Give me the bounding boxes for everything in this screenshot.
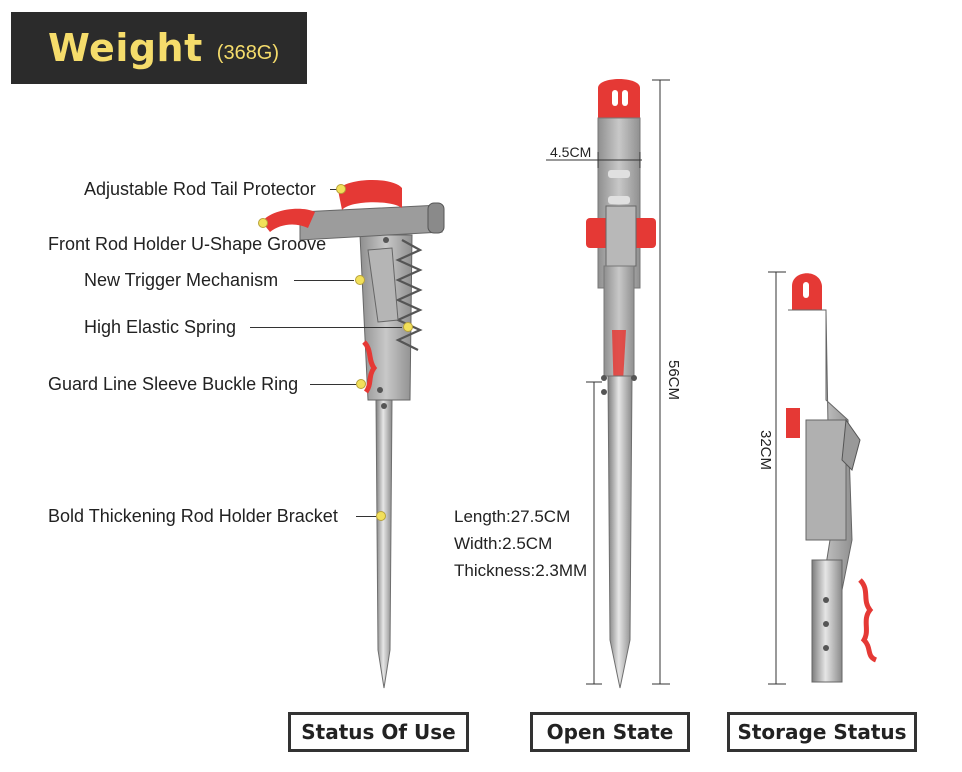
leader-line xyxy=(250,327,402,328)
open-state-rod-holder xyxy=(586,79,656,689)
callout-elastic-spring: High Elastic Spring xyxy=(84,317,237,337)
weight-title: Weight xyxy=(48,26,203,70)
label-open-state: Open State xyxy=(530,712,690,752)
weight-value: (368G) xyxy=(216,41,280,64)
spec-thickness: Thickness:2.3MM xyxy=(454,561,588,580)
callout-dot xyxy=(258,218,268,228)
callout-dot xyxy=(336,184,346,194)
callout-dot xyxy=(376,511,386,521)
callout-u-shape-groove: Front Rod Holder U-Shape Groove xyxy=(48,234,327,254)
callout-trigger-mechanism: New Trigger Mechanism xyxy=(84,270,279,290)
dimension-lines xyxy=(546,79,786,685)
dimension-diameter: 4.5CM xyxy=(550,144,592,160)
leader-line xyxy=(330,189,340,190)
callout-dot xyxy=(355,275,365,285)
storage-status-rod-holder xyxy=(786,273,878,683)
callout-dot xyxy=(356,379,366,389)
label-status-of-use: Status Of Use xyxy=(288,712,469,752)
callout-rod-tail-protector: Adjustable Rod Tail Protector xyxy=(84,179,316,199)
label-storage-status: Storage Status xyxy=(727,712,917,752)
leader-line xyxy=(294,280,354,281)
callout-buckle-ring: Guard Line Sleeve Buckle Ring xyxy=(48,374,299,394)
callout-bracket: Bold Thickening Rod Holder Bracket xyxy=(48,506,338,526)
spec-width: Width:2.5CM xyxy=(454,534,553,553)
leader-line xyxy=(356,516,376,517)
callout-dot xyxy=(403,322,413,332)
spec-length: Length:27.5CM xyxy=(454,507,571,526)
dimension-open-length: 56CM xyxy=(665,360,682,401)
status-of-use-rod-holder xyxy=(262,179,445,689)
weight-banner: Weight (368G) xyxy=(11,12,307,84)
dimension-storage-length: 32CM xyxy=(757,430,774,471)
leader-line xyxy=(310,384,356,385)
